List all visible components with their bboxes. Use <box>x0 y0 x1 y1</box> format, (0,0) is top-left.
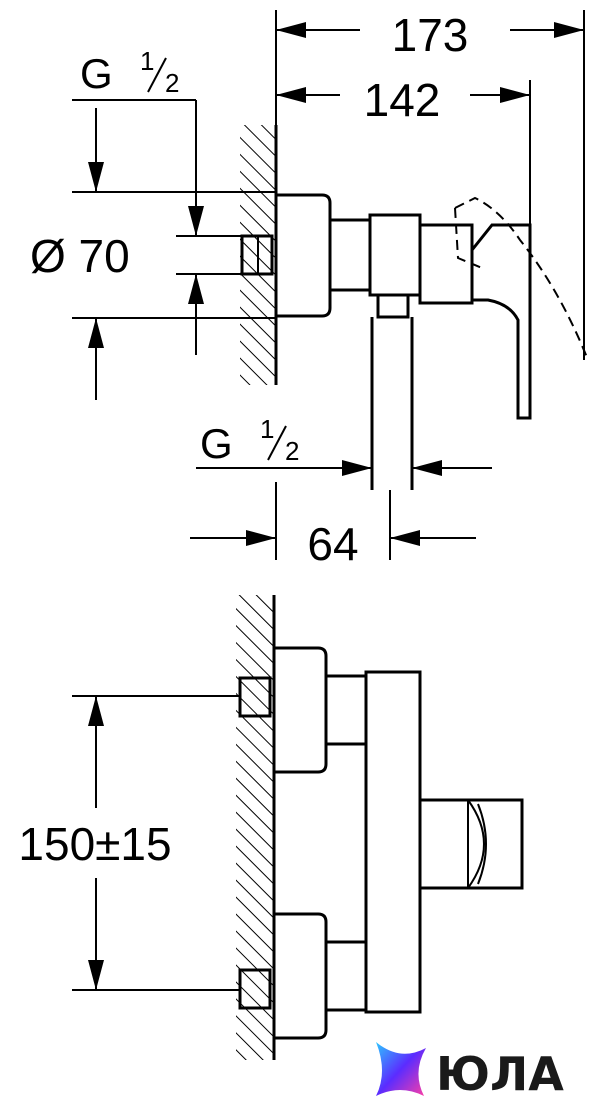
front-view: 150±15 <box>18 595 524 1060</box>
lever-front <box>418 798 524 890</box>
arrow-thread-top-up <box>188 274 204 304</box>
thread-top-numerator: 1 <box>140 46 154 76</box>
arrow-thread-outlet-left <box>342 460 372 476</box>
lever-front-curve-inner <box>477 803 487 885</box>
arrow-64-left <box>246 530 276 546</box>
dim-overall-depth: 173 <box>392 9 469 61</box>
dim-rosette-diameter: Ø 70 <box>30 230 130 282</box>
arrow-142-left <box>276 87 306 103</box>
lower-connector <box>324 940 368 1012</box>
dim-outlet-offset: 64 <box>307 518 358 570</box>
arrow-70-down <box>88 162 104 192</box>
connector <box>328 218 372 292</box>
lever-front-curve <box>467 799 485 889</box>
arrow-173-left <box>276 22 306 38</box>
arrow-64-right <box>390 530 420 546</box>
lever <box>470 223 532 420</box>
star-sparkle-icon <box>376 1042 426 1096</box>
rosette <box>276 193 332 318</box>
mixer-body-front <box>364 670 422 1014</box>
logo-wordmark: ЮЛА <box>436 1047 564 1100</box>
arrow-150-up <box>88 696 104 726</box>
thread-top-g: G <box>80 50 113 97</box>
arrow-thread-outlet-right <box>412 460 442 476</box>
arrow-150-down <box>88 960 104 990</box>
dim-depth-to-lever: 142 <box>364 74 441 126</box>
arrow-142-right <box>500 87 530 103</box>
lower-rosette <box>274 912 328 1040</box>
dim-inlet-spacing: 150±15 <box>18 818 171 870</box>
thread-outlet-numerator: 1 <box>260 414 274 444</box>
arrow-thread-top-down <box>188 206 204 236</box>
thread-top-denominator: 2 <box>165 68 179 98</box>
upper-rosette <box>274 646 328 774</box>
lever-alt-position-2 <box>454 207 483 269</box>
thread-top-fraction-slash <box>147 57 167 93</box>
thread-outlet-denominator: 2 <box>285 436 299 466</box>
mixer-body <box>368 213 422 297</box>
side-view: 173 142 G 1 2 Ø 70 G 1 2 <box>30 9 589 570</box>
upper-connector <box>324 674 368 746</box>
outlet-collar <box>376 293 410 319</box>
lever-alt-position <box>454 196 589 361</box>
wall-hatching-bottom <box>236 595 274 1060</box>
arrow-173-right <box>554 22 584 38</box>
lever-housing <box>418 223 474 305</box>
thread-outlet-fraction-slash <box>267 425 287 461</box>
logo: ЮЛА <box>376 1042 564 1100</box>
arrow-70-up <box>88 318 104 348</box>
thread-outlet-g: G <box>200 420 233 467</box>
